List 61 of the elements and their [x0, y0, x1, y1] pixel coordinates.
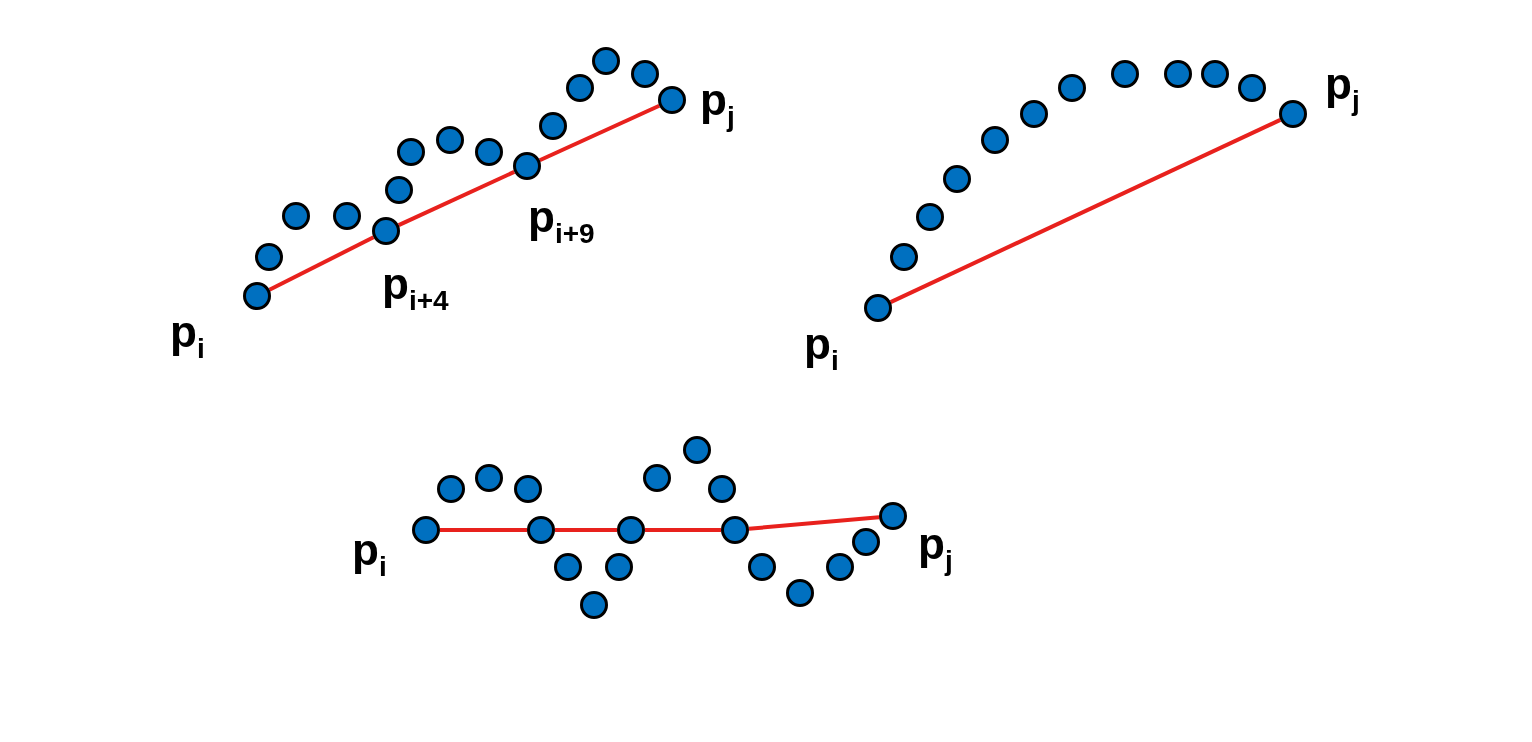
data-point-circle [890, 243, 918, 271]
data-point-circle [683, 436, 711, 464]
data-point-circle [513, 152, 541, 180]
data-point-circle [631, 60, 659, 88]
data-point-circle [475, 138, 503, 166]
data-point-circle [412, 516, 440, 544]
data-point-circle [1279, 100, 1307, 128]
data-point-circle [1238, 74, 1266, 102]
data-point-circle [282, 202, 310, 230]
connector-line [268, 235, 375, 292]
data-point-circle [333, 202, 361, 230]
data-point-circle [514, 475, 542, 503]
point-label: p$_{j}$ [1325, 62, 1360, 116]
data-point-circle [580, 591, 608, 619]
data-point-circle [748, 553, 776, 581]
data-point-circle [539, 112, 567, 140]
data-point-circle [397, 138, 425, 166]
data-point-circle [916, 203, 944, 231]
point-label: p$_{j}$ [700, 78, 735, 132]
data-point-circle [436, 126, 464, 154]
data-point-circle [879, 502, 907, 530]
connector-line [889, 118, 1282, 304]
data-point-circle [981, 126, 1009, 154]
data-point-circle [786, 579, 814, 607]
data-point-circle [437, 475, 465, 503]
data-point-circle [385, 176, 413, 204]
data-point-circle [643, 464, 671, 492]
data-point-circle [592, 47, 620, 75]
data-point-circle [554, 553, 582, 581]
data-point-circle [1111, 60, 1139, 88]
point-label: p$_{i}$ [804, 322, 839, 376]
data-point-circle [617, 516, 645, 544]
connector-line [645, 528, 721, 532]
point-label: p$_{i}$ [352, 528, 387, 582]
data-point-circle [708, 475, 736, 503]
data-point-circle [372, 217, 400, 245]
data-point-circle [527, 516, 555, 544]
data-point-circle [243, 282, 271, 310]
connector-line [538, 104, 661, 162]
point-label: p$_{i+9}$ [528, 195, 595, 249]
connector-line [555, 528, 617, 532]
data-point-circle [255, 243, 283, 271]
connector-line [440, 528, 527, 532]
data-point-circle [1164, 60, 1192, 88]
data-point-circle [852, 528, 880, 556]
data-point-circle [721, 516, 749, 544]
data-point-circle [566, 74, 594, 102]
point-label: p$_{i+4}$ [382, 262, 449, 316]
point-label: p$_{j}$ [918, 522, 953, 576]
data-point-circle [658, 86, 686, 114]
data-point-circle [864, 294, 892, 322]
data-point-circle [826, 553, 854, 581]
data-point-circle [943, 165, 971, 193]
connector-line [748, 515, 880, 531]
data-point-circle [605, 553, 633, 581]
data-point-circle [1058, 74, 1086, 102]
data-point-circle [475, 464, 503, 492]
data-point-circle [1020, 100, 1048, 128]
data-point-circle [1201, 60, 1229, 88]
point-label: p$_{i}$ [170, 310, 205, 364]
connector-line [397, 170, 516, 227]
